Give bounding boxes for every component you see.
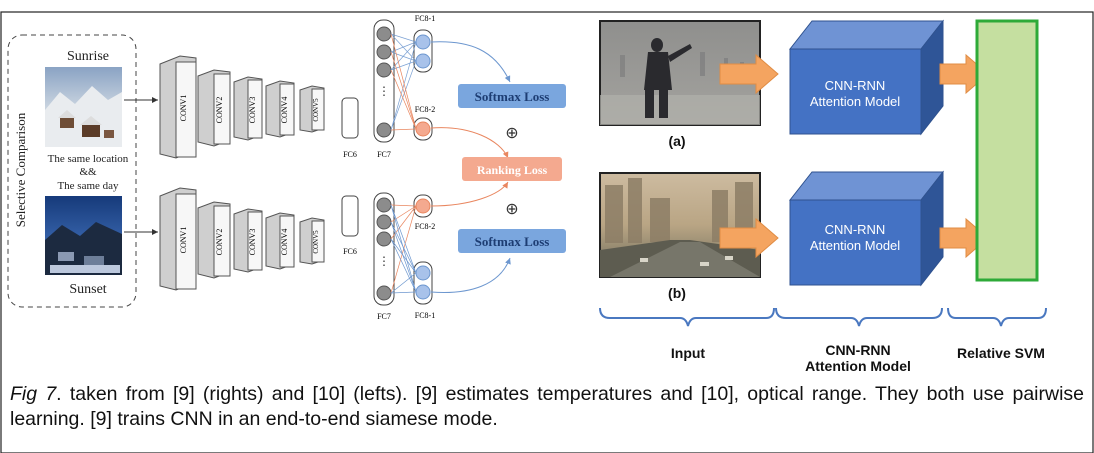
sunrise-label: Sunrise: [67, 49, 109, 64]
top-conv3-label: CONV3: [248, 97, 257, 124]
ranking-loss-box: [462, 157, 562, 181]
top-conv4-label: CONV4: [280, 97, 289, 124]
bottom-fc6-box: [341, 195, 359, 237]
brace-model-line1: CNN-RNN: [825, 342, 890, 358]
figure-caption: Fig 7. taken from [9] (rights) and [10] …: [10, 382, 1084, 432]
outer-border: [0, 11, 1094, 453]
photo-b: [599, 172, 761, 278]
top-fc8-1-label: FC8-1: [415, 14, 435, 23]
caption-text: . taken from [9] (rights) and [10] (left…: [10, 383, 1084, 430]
caption-fig-label: Fig 7: [10, 383, 57, 405]
top-softmax-loss-box: [458, 84, 566, 108]
arrow-b-to-cube: [719, 217, 779, 259]
same-day-text: The same day: [57, 180, 119, 192]
brace-model-line2: Attention Model: [805, 358, 911, 374]
svg-text:⋮: ⋮: [378, 84, 390, 98]
bottom-conv1-label: CONV1: [179, 227, 188, 254]
left-diagram: Selective Comparison Sunrise The same lo…: [7, 14, 566, 321]
and-and-text: &&: [79, 166, 97, 178]
right-diagram: (a) (b) CNN-RNN Attention Model: [599, 19, 1047, 374]
sunset-label: Sunset: [69, 282, 106, 297]
cube-b: [788, 170, 945, 287]
relative-svm-bar: [975, 19, 1039, 282]
bottom-conv-stack: CONV1 CONV2 CONV3 CONV4 CONV5: [159, 187, 325, 291]
brace-svm-label: Relative SVM: [957, 345, 1045, 361]
label-b: (b): [668, 285, 686, 301]
ranking-loss-label: Ranking Loss: [477, 163, 548, 177]
top-conv5-label: CONV5: [312, 98, 320, 122]
label-a: (a): [668, 133, 685, 149]
bottom-braces: [599, 307, 1047, 327]
top-fc6-label: FC6: [343, 150, 357, 159]
top-conv-stack: CONV1 CONV2 CONV3 CONV4 CONV5: [159, 55, 325, 159]
selective-comparison-label: Selective Comparison: [13, 112, 28, 227]
brace-input-label: Input: [671, 345, 706, 361]
bottom-conv5-label: CONV5: [312, 230, 320, 254]
top-oplus-symbol: ⊕: [505, 125, 518, 142]
bottom-conv2-label: CONV2: [215, 229, 224, 256]
bottom-fc7-neurons: [376, 197, 392, 301]
bottom-oplus-symbol: ⊕: [505, 201, 518, 218]
cube-b-line2: Attention Model: [810, 238, 900, 253]
bottom-conv4-label: CONV4: [280, 229, 289, 256]
cube-a-line2: Attention Model: [810, 94, 900, 109]
cube-a: [788, 19, 945, 136]
bottom-fc6-label: FC6: [343, 247, 357, 256]
bottom-fc7-label: FC7: [377, 312, 391, 321]
sunrise-photo: [45, 67, 122, 147]
bottom-softmax-loss-box: [458, 229, 566, 253]
top-conv2-label: CONV2: [215, 97, 224, 124]
bottom-fc8-2-label: FC8-2: [415, 222, 435, 231]
sunset-photo: [45, 196, 122, 275]
svg-text:⋮: ⋮: [378, 254, 390, 268]
same-location-text: The same location: [48, 153, 129, 165]
arrow-a-to-cube: [719, 53, 779, 95]
cube-a-line1: CNN-RNN: [825, 78, 886, 93]
top-softmax-loss-label: Softmax Loss: [475, 89, 550, 104]
selective-comparison-frame: [7, 34, 137, 308]
top-conv1-label: CONV1: [179, 95, 188, 122]
bottom-conv3-label: CONV3: [248, 229, 257, 256]
top-fc6-box: [341, 97, 359, 139]
top-fc7-label: FC7: [377, 150, 391, 159]
top-fc8-2-label: FC8-2: [415, 105, 435, 114]
bottom-fc8-1-label: FC8-1: [415, 311, 435, 320]
bottom-softmax-loss-label: Softmax Loss: [475, 234, 550, 249]
cube-b-line1: CNN-RNN: [825, 222, 886, 237]
